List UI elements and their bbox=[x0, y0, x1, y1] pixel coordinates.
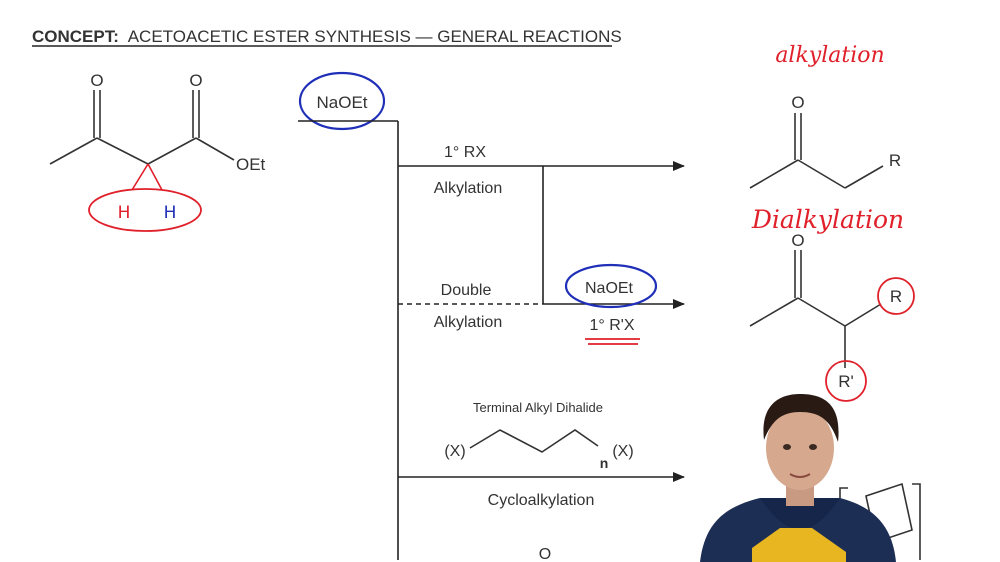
presenter-figure bbox=[700, 394, 896, 562]
mono-bond-r bbox=[844, 165, 884, 189]
di-bond-methyl bbox=[749, 297, 799, 327]
bond-alpha-left bbox=[96, 137, 149, 165]
di-r-label: R bbox=[890, 287, 902, 306]
ester-oet-label: OEt bbox=[236, 155, 266, 174]
presenter-shirt-logo bbox=[752, 528, 846, 562]
di-r-prime-label: R' bbox=[838, 372, 854, 391]
di-r-circle bbox=[877, 277, 915, 315]
dihalide-caption: Terminal Alkyl Dihalide bbox=[473, 400, 603, 415]
dialkylation-annotation: Dialkylation bbox=[751, 205, 904, 234]
dihalide-x-right: (X) bbox=[612, 443, 633, 460]
double-alkylation-name-line2: Alkylation bbox=[434, 314, 502, 331]
presenter-eye-left bbox=[783, 444, 791, 450]
branch-double-alkylation: Double Alkylation NaOEt 1° R'X bbox=[398, 263, 685, 345]
presenter-collar bbox=[760, 498, 840, 530]
concept-label: CONCEPT: bbox=[32, 27, 119, 46]
dihalide-x-left: (X) bbox=[444, 443, 465, 460]
mono-oxygen-label: O bbox=[791, 93, 804, 112]
base-circle bbox=[298, 71, 386, 131]
bond-ester-o bbox=[195, 137, 235, 161]
presenter-eye-right bbox=[809, 444, 817, 450]
ketone-oxygen-label: O bbox=[90, 71, 103, 90]
alpha-h-bond-left bbox=[131, 163, 149, 191]
double-alkylation-name-line1: Double bbox=[441, 282, 492, 299]
double-alkylation-base-circle bbox=[564, 263, 658, 309]
alkylation-annotation: alkylation bbox=[775, 43, 884, 68]
presenter-mouth bbox=[789, 473, 811, 478]
alkylation-reagent-label: 1° RX bbox=[444, 144, 486, 161]
mono-r-label: R bbox=[889, 151, 901, 170]
double-alkylation-base-label: NaOEt bbox=[585, 280, 634, 297]
alpha-hydrogen-annotation: H H bbox=[88, 163, 202, 232]
cyclo-bracket-right bbox=[912, 483, 921, 560]
product-dialkylation: Dialkylation O R R' bbox=[749, 205, 915, 402]
title-text: ACETOACETIC ESTER SYNTHESIS — GENERAL RE… bbox=[128, 27, 622, 46]
starting-material-structure bbox=[49, 90, 235, 165]
cycloalkylation-name-label: Cycloalkylation bbox=[488, 492, 595, 509]
alpha-h-left-label: H bbox=[118, 203, 131, 223]
branch-cycloalkylation: Terminal Alkyl Dihalide (X) n (X) Cycloa… bbox=[398, 400, 685, 562]
presenter-hair bbox=[763, 394, 839, 442]
next-branch-oxygen-label: O bbox=[539, 546, 551, 562]
alkylation-name-label: Alkylation bbox=[434, 180, 502, 197]
svg-text:CONCEPT: ACETOACETIC EST: CONCEPT: ACETOACETIC ESTER SYNTHESIS — G… bbox=[32, 27, 622, 46]
mono-bond-ch2 bbox=[797, 159, 846, 189]
branch-alkylation: 1° RX Alkylation bbox=[398, 144, 685, 304]
bond-alpha-right bbox=[147, 137, 197, 165]
alpha-h-circle bbox=[88, 188, 202, 232]
double-alkylation-halide-label: 1° R'X bbox=[589, 317, 634, 334]
dihalide-subscript-n: n bbox=[600, 455, 609, 471]
di-bond-ch bbox=[797, 297, 846, 327]
mono-bond-methyl bbox=[749, 159, 799, 189]
ester-oxygen-label: O bbox=[189, 71, 202, 90]
alpha-h-bond-right bbox=[147, 163, 163, 191]
dihalide-chain bbox=[469, 429, 599, 453]
di-oxygen-label: O bbox=[791, 231, 804, 250]
product-alkylation: alkylation O R bbox=[749, 43, 901, 189]
alpha-h-right-label: H bbox=[164, 203, 177, 223]
presenter-face bbox=[766, 406, 834, 490]
di-r-prime-circle bbox=[825, 360, 867, 402]
bond-methyl bbox=[49, 137, 98, 165]
base-label: NaOEt bbox=[316, 93, 367, 112]
di-bond-r bbox=[844, 303, 882, 327]
page-title: CONCEPT: ACETOACETIC ESTER SYNTHESIS — G… bbox=[32, 27, 622, 47]
base-reagent: NaOEt bbox=[298, 71, 398, 131]
